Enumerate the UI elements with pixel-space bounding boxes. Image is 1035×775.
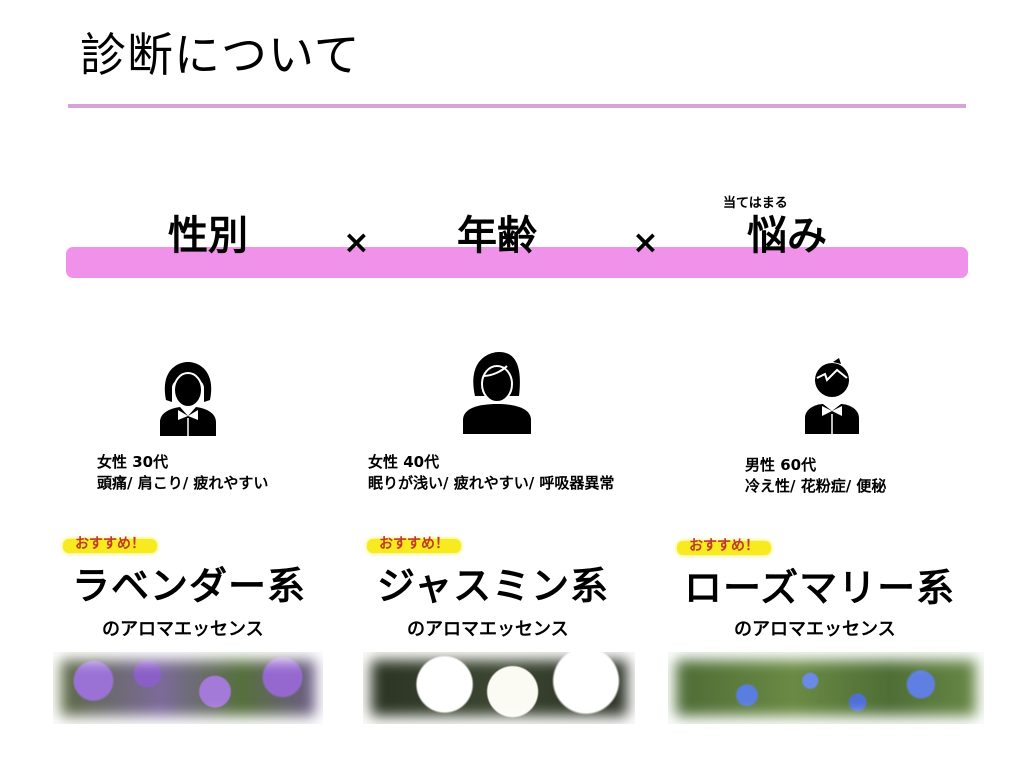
aroma-subtitle: のアロマエッセンス (407, 619, 569, 640)
recommend-badge: おすすめ！ (677, 539, 771, 555)
page-title: 診断について (80, 28, 361, 82)
formula-concern: 悩み (747, 213, 827, 259)
profile-concerns: 頭痛/ 肩こり/ 疲れやすい (97, 474, 269, 492)
aroma-name: ローズマリー系 (684, 566, 956, 610)
profile-concerns: 眠りが浅い/ 疲れやすい/ 呼吸器異常 (368, 474, 615, 492)
title-divider (68, 104, 966, 108)
formula-gender: 性別 (168, 213, 248, 259)
formula-note: 当てはまる (723, 196, 788, 211)
aroma-name: ラベンダー系 (72, 564, 307, 608)
formula-band (66, 247, 968, 278)
jasmine-photo (363, 652, 635, 724)
aroma-subtitle: のアロマエッセンス (734, 619, 896, 640)
profile-label: 女性 40代 (368, 453, 440, 471)
aroma-name: ジャスミン系 (377, 564, 610, 608)
aroma-subtitle: のアロマエッセンス (102, 619, 264, 640)
woman-bob-hair-icon (158, 360, 218, 436)
rosemary-photo (668, 652, 984, 724)
lavender-photo (53, 652, 323, 724)
times-operator: × (632, 223, 659, 261)
man-bowtie-icon (803, 356, 861, 434)
profile-label: 男性 60代 (745, 456, 817, 474)
recommend-badge: おすすめ！ (63, 537, 157, 553)
profile-concerns: 冷え性/ 花粉症/ 便秘 (745, 477, 887, 495)
formula-age: 年齢 (457, 213, 537, 259)
profile-label: 女性 30代 (97, 453, 169, 471)
woman-ponytail-icon (461, 350, 533, 434)
times-operator: × (343, 223, 370, 261)
recommend-badge: おすすめ！ (367, 537, 461, 553)
